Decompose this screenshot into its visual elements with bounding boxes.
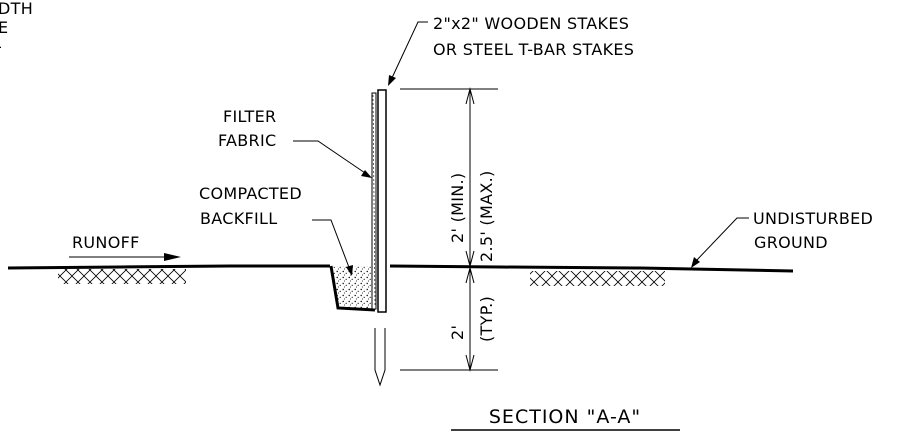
- fabric-leader: [293, 140, 369, 176]
- stake-embedded-tip: [374, 328, 386, 387]
- stakes-leader: [390, 21, 428, 81]
- section-title: SECTION "A-A": [489, 406, 641, 428]
- dimension-label-max: 2.5' (MAX.): [477, 170, 496, 262]
- runoff-label: RUNOFF: [72, 233, 140, 252]
- backfill-leader: [312, 219, 351, 271]
- cutoff-label-mid: E: [0, 18, 8, 37]
- fabric-label-line1: FILTER: [223, 107, 276, 126]
- ground-leader: [694, 217, 749, 263]
- dimension-label-typ: (TYP.): [477, 296, 496, 342]
- backfill-label-line1: COMPACTED: [199, 184, 302, 203]
- soil-hatch-right: [530, 271, 665, 286]
- soil-hatch-left: [58, 269, 186, 284]
- dimension-label-min: 2' (MIN.): [448, 173, 467, 243]
- cutoff-label-bot: -: [0, 37, 2, 56]
- compacted-backfill-fill: [331, 266, 375, 310]
- stake: [377, 89, 387, 313]
- ground-label-line1: UNDISTURBED: [753, 209, 873, 228]
- fabric-label-line2: FABRIC: [218, 131, 276, 150]
- dimension-label-lower: 2': [448, 325, 467, 340]
- cutoff-label-top: DTH: [0, 0, 33, 18]
- stakes-label-line1: 2"x2" WOODEN STAKES: [433, 14, 629, 33]
- trench-outline: [329, 265, 376, 312]
- ground-label-line2: GROUND: [754, 233, 828, 252]
- filter-fabric: [371, 92, 377, 310]
- backfill-label-line2: BACKFILL: [200, 209, 277, 228]
- ground-line: [7, 264, 794, 273]
- stakes-label-line2: OR STEEL T-BAR STAKES: [433, 40, 634, 59]
